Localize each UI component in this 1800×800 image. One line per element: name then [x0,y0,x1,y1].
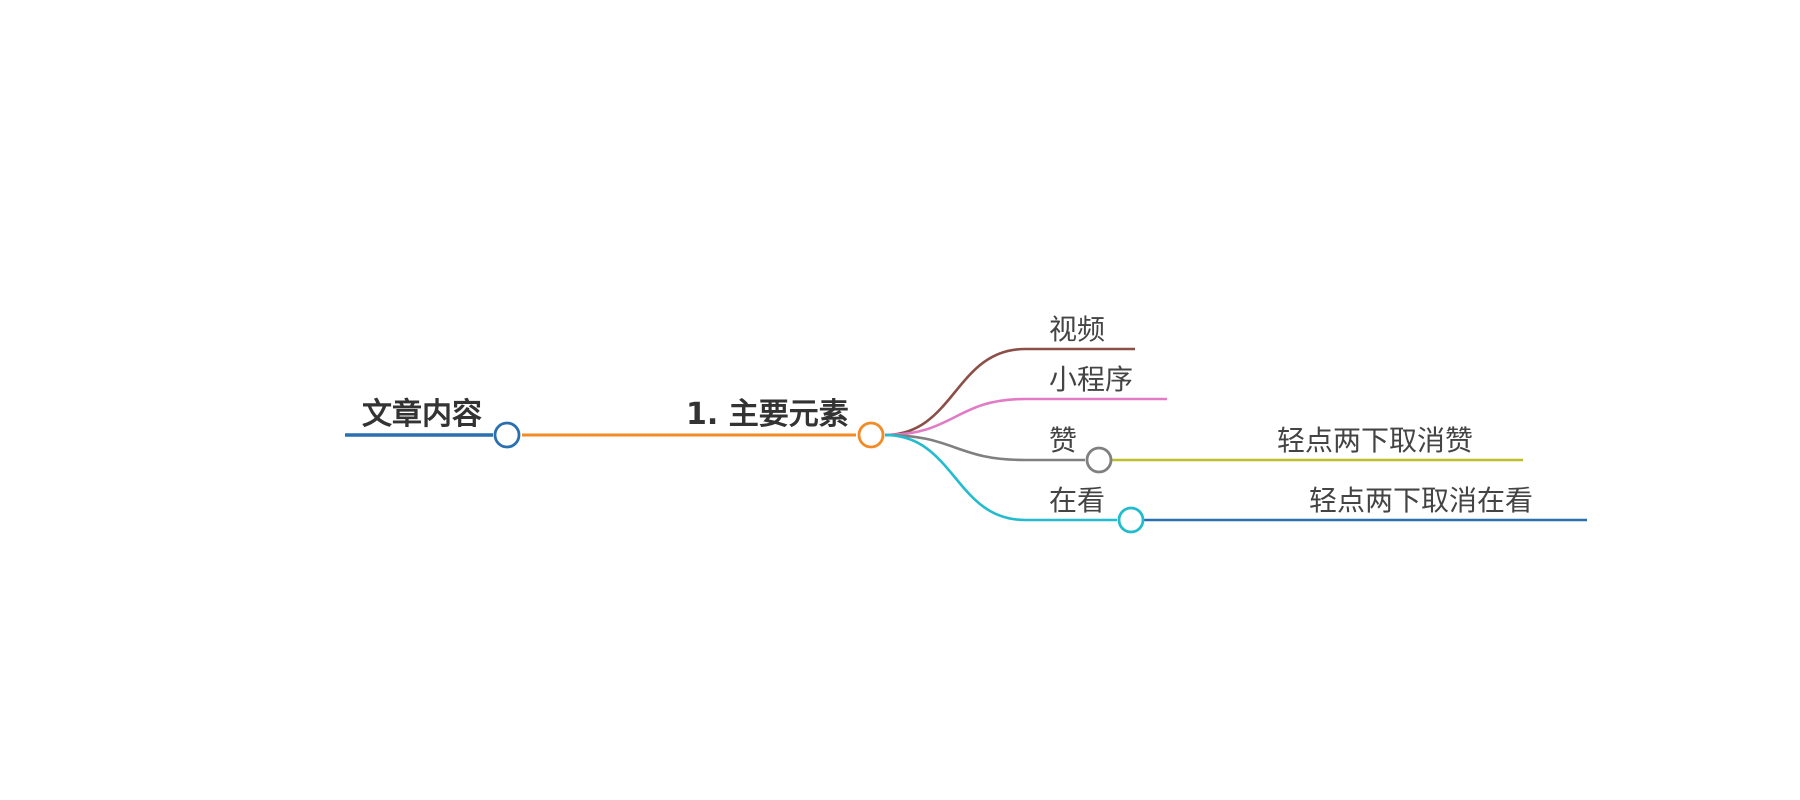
child-label-watching: 在看 [1049,484,1106,517]
branch-watching [884,433,1117,522]
branch-like [884,433,1085,462]
child-label-video: 视频 [1049,313,1106,346]
root-node[interactable] [493,421,521,449]
child-label-like: 赞 [1049,424,1078,457]
section-label: 1. 主要元素 [686,397,849,432]
watching-node[interactable] [1117,506,1145,534]
detail-label-like: 轻点两下取消赞 [1277,424,1474,457]
section-node[interactable] [857,421,885,449]
detail-label-watching: 轻点两下取消在看 [1309,484,1534,517]
like-node[interactable] [1085,446,1113,474]
branch-video [884,347,1135,437]
branch-miniprogram [884,397,1167,437]
child-label-miniprogram: 小程序 [1049,363,1134,396]
root-label: 文章内容 [362,397,482,432]
